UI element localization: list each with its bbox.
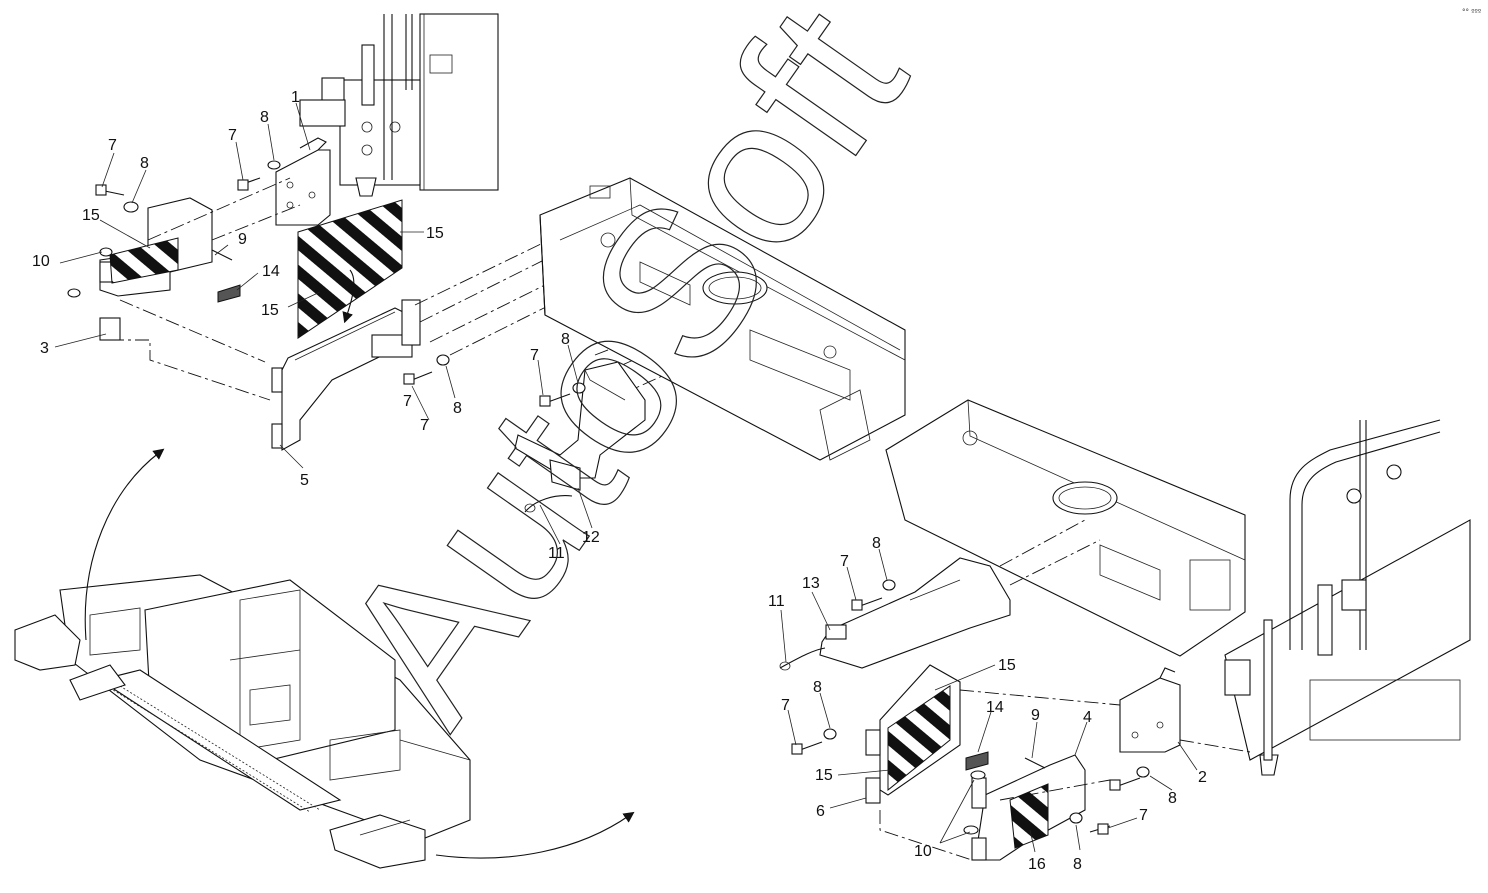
- label-part-14: 14: [986, 699, 1004, 716]
- pin-9-right: [1024, 757, 1046, 769]
- hinge-6-with-plate-15: [865, 664, 961, 804]
- label-part-7: 7: [1139, 807, 1148, 824]
- leader-lines: [54, 102, 1198, 853]
- label-part-7: 7: [840, 553, 849, 570]
- main-frame-chassis: [539, 177, 906, 461]
- washer-8-center: [572, 382, 586, 394]
- label-part-12: 12: [582, 529, 600, 546]
- washer-8-right-c: [1136, 766, 1150, 778]
- label-part-5: 5: [300, 472, 309, 489]
- zoom-arrows: [84, 448, 635, 859]
- label-part-7: 7: [530, 347, 539, 364]
- mounting-bracket-1: [275, 137, 331, 226]
- label-part-7: 7: [420, 417, 429, 434]
- label-part-14: 14: [262, 263, 280, 280]
- label-part-10: 10: [32, 253, 50, 270]
- washer-8-top-a: [267, 160, 281, 170]
- washer-8-right-b: [823, 728, 837, 740]
- label-part-8: 8: [813, 679, 822, 696]
- mounting-bracket-2: [1119, 667, 1181, 753]
- bolt-7-right-d: [1089, 823, 1111, 835]
- label-part-11: 11: [768, 593, 785, 610]
- label-part-4: 4: [1083, 709, 1092, 726]
- hinge-bracket-3: [67, 197, 213, 341]
- label-part-16: 16: [1028, 856, 1046, 873]
- machine-overview: [14, 574, 471, 869]
- label-part-7: 7: [781, 697, 790, 714]
- label-part-9: 9: [1031, 707, 1040, 724]
- label-part-10: 10: [914, 843, 932, 860]
- bolt-7-right-b: [791, 741, 823, 755]
- bolt-7-right-a: [851, 597, 883, 611]
- label-part-8: 8: [453, 400, 462, 417]
- corner-mark: °° ººº: [1462, 8, 1481, 16]
- label-part-8: 8: [1073, 856, 1082, 873]
- assembly-lines-right: [879, 519, 1251, 861]
- callout-labels: 1 7 8 7 8 15 9 10 15 14 15 3 7 8 7 5 7 8…: [32, 89, 1207, 873]
- label-part-8: 8: [140, 155, 149, 172]
- label-part-15: 15: [426, 225, 444, 242]
- label-part-1: 1: [291, 89, 300, 106]
- bumper-arm-5: [271, 299, 421, 451]
- reflector-14-right: [965, 751, 989, 771]
- label-part-15: 15: [815, 767, 833, 784]
- label-part-8: 8: [260, 109, 269, 126]
- washer-8-right-d: [1069, 812, 1083, 824]
- label-part-7: 7: [108, 137, 117, 154]
- label-part-8: 8: [561, 331, 570, 348]
- label-part-3: 3: [40, 340, 49, 357]
- reflector-14-top: [217, 284, 241, 303]
- washer-8-top-b: [123, 201, 139, 213]
- label-part-15: 15: [998, 657, 1016, 674]
- washer-8-right-a: [882, 579, 896, 591]
- label-part-2: 2: [1198, 769, 1207, 786]
- label-part-11: 11: [548, 545, 565, 562]
- upper-frame-section: [299, 13, 499, 197]
- bolt-7-right-c: [1109, 777, 1141, 791]
- washer-8-arm: [436, 354, 450, 366]
- support-bracket-12: [514, 361, 646, 491]
- pin-9-top: [211, 249, 233, 261]
- lynch-pin-11-center: [524, 495, 573, 513]
- right-side-machine-section: [1224, 419, 1471, 776]
- bolt-7-arm: [403, 371, 433, 385]
- label-part-8: 8: [1168, 790, 1177, 807]
- support-bracket-13: [819, 557, 1011, 669]
- label-part-8: 8: [872, 535, 881, 552]
- label-part-9: 9: [238, 231, 247, 248]
- hinge-bracket-4: [963, 754, 1086, 861]
- label-part-15: 15: [82, 207, 100, 224]
- bolt-7-top-b: [95, 184, 125, 196]
- label-part-7: 7: [228, 127, 237, 144]
- label-part-13: 13: [802, 575, 820, 592]
- label-part-7: 7: [403, 393, 412, 410]
- label-part-15: 15: [261, 302, 279, 319]
- lynch-pin-11-right: [779, 647, 826, 671]
- bolt-7-center: [539, 393, 571, 407]
- bolt-7-top-a: [237, 177, 261, 191]
- main-frame-chassis-right: [885, 399, 1246, 657]
- label-part-6: 6: [816, 803, 825, 820]
